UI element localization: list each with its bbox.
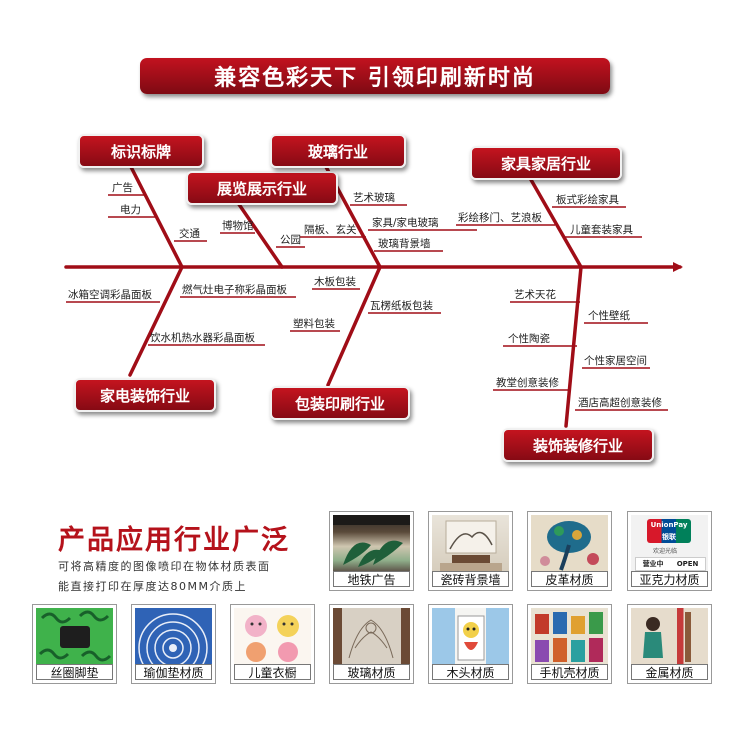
bone-furniture bbox=[528, 176, 583, 269]
tile-leather: 皮革材质 bbox=[527, 511, 612, 591]
subway-ad-image bbox=[333, 515, 410, 572]
item-museum: 博物馆 bbox=[222, 220, 254, 232]
item-sliding: 彩绘移门、艺浪板 bbox=[458, 212, 542, 224]
tile-subway-ad: 地铁广告 bbox=[329, 511, 414, 591]
category-glass: 玻璃行业 bbox=[270, 134, 406, 168]
tile-caption: 瑜伽垫材质 bbox=[135, 664, 212, 680]
wood-image bbox=[432, 608, 509, 665]
item-traffic: 交通 bbox=[179, 228, 200, 240]
category-furniture: 家具家居行业 bbox=[470, 146, 622, 180]
bone-appliance bbox=[128, 265, 184, 377]
tile-wall-image bbox=[432, 515, 509, 572]
leather-image bbox=[531, 515, 608, 572]
open-sign: 营业中 OPEN bbox=[635, 557, 706, 571]
bone-exhibit bbox=[234, 198, 284, 269]
item-home-glass: 家具/家电玻璃 bbox=[372, 217, 439, 229]
tile-metal: 金属材质 bbox=[627, 604, 712, 684]
category-exhibit: 展览展示行业 bbox=[186, 171, 338, 205]
item-park: 公园 bbox=[280, 234, 301, 246]
item-church: 教堂创意装修 bbox=[496, 377, 559, 389]
tile-caption: 玻璃材质 bbox=[333, 664, 410, 680]
section-title: 产品应用行业广泛 bbox=[58, 525, 290, 556]
item-partition: 隔板、玄关 bbox=[304, 224, 357, 236]
title-banner: 兼容色彩天下 引领印刷新时尚 bbox=[140, 58, 610, 94]
tile-caption: 金属材质 bbox=[631, 664, 708, 680]
tile-caption: 瓷砖背景墙 bbox=[432, 571, 509, 587]
bone-signage bbox=[128, 163, 184, 269]
item-wood-pack: 木板包装 bbox=[314, 276, 356, 288]
item-home-space: 个性家居空间 bbox=[584, 355, 647, 367]
item-corrugated: 瓦楞纸板包装 bbox=[370, 300, 433, 312]
tile-caption: 皮革材质 bbox=[531, 571, 608, 587]
tile-yoga-mat: 瑜伽垫材质 bbox=[131, 604, 216, 684]
metal-image bbox=[631, 608, 708, 665]
section-subtitle-1: 可将高精度的图像喷印在物体材质表面 bbox=[58, 560, 271, 573]
acrylic-image: UnionPay 银联 欢迎光临 营业中 OPEN bbox=[631, 515, 708, 572]
item-ad: 广告 bbox=[112, 182, 133, 194]
item-gas-stove: 燃气灶电子称彩晶面板 bbox=[182, 284, 287, 296]
tile-caption: 手机壳材质 bbox=[531, 664, 608, 680]
section-subtitle-2: 能直接打印在厚度达80MM介质上 bbox=[58, 580, 247, 593]
bone-packaging bbox=[326, 265, 382, 387]
tile-caption: 木头材质 bbox=[432, 664, 509, 680]
glass-image bbox=[333, 608, 410, 665]
tile-coil-mat: 丝圈脚垫 bbox=[32, 604, 117, 684]
tile-phone-case: 手机壳材质 bbox=[527, 604, 612, 684]
tile-glass: 玻璃材质 bbox=[329, 604, 414, 684]
category-appliance: 家电装饰行业 bbox=[74, 378, 216, 412]
item-water: 饮水机热水器彩晶面板 bbox=[150, 332, 255, 344]
yoga-mat-image bbox=[135, 608, 212, 665]
item-plate-furniture: 板式彩绘家具 bbox=[556, 194, 619, 206]
tile-caption: 儿童衣橱 bbox=[234, 664, 311, 680]
coil-mat-image bbox=[36, 608, 113, 665]
category-decoration: 装饰装修行业 bbox=[502, 428, 654, 462]
phone-case-image bbox=[531, 608, 608, 665]
item-hotel: 酒店高超创意装修 bbox=[578, 397, 662, 409]
kids-wardrobe-image bbox=[234, 608, 311, 665]
tile-wood: 木头材质 bbox=[428, 604, 513, 684]
item-plastic-pack: 塑料包装 bbox=[293, 318, 335, 330]
tile-tile-wall: 瓷砖背景墙 bbox=[428, 511, 513, 591]
item-art-ceiling: 艺术天花 bbox=[514, 289, 556, 301]
item-glass-wall: 玻璃背景墙 bbox=[378, 238, 431, 250]
tile-caption: 亚克力材质 bbox=[631, 571, 708, 587]
item-kids-furniture: 儿童套装家具 bbox=[570, 224, 633, 236]
item-fridge: 冰箱空调彩晶面板 bbox=[68, 289, 152, 301]
item-ceramic: 个性陶瓷 bbox=[508, 333, 550, 345]
item-art-glass: 艺术玻璃 bbox=[353, 192, 395, 204]
welcome-text: 欢迎光临 bbox=[653, 548, 678, 555]
item-wallpaper: 个性壁纸 bbox=[588, 310, 630, 322]
category-packaging: 包装印刷行业 bbox=[270, 386, 410, 420]
tile-caption: 地铁广告 bbox=[333, 571, 410, 587]
tile-acrylic: UnionPay 银联 欢迎光临 营业中 OPEN 亚克力材质 bbox=[627, 511, 712, 591]
tile-kids-wardrobe: 儿童衣橱 bbox=[230, 604, 315, 684]
tile-caption: 丝圈脚垫 bbox=[36, 664, 113, 680]
category-signage: 标识标牌 bbox=[78, 134, 204, 168]
fishbone-diagram bbox=[64, 163, 683, 428]
unionpay-logo: UnionPay 银联 bbox=[647, 519, 691, 543]
item-power: 电力 bbox=[120, 204, 141, 216]
